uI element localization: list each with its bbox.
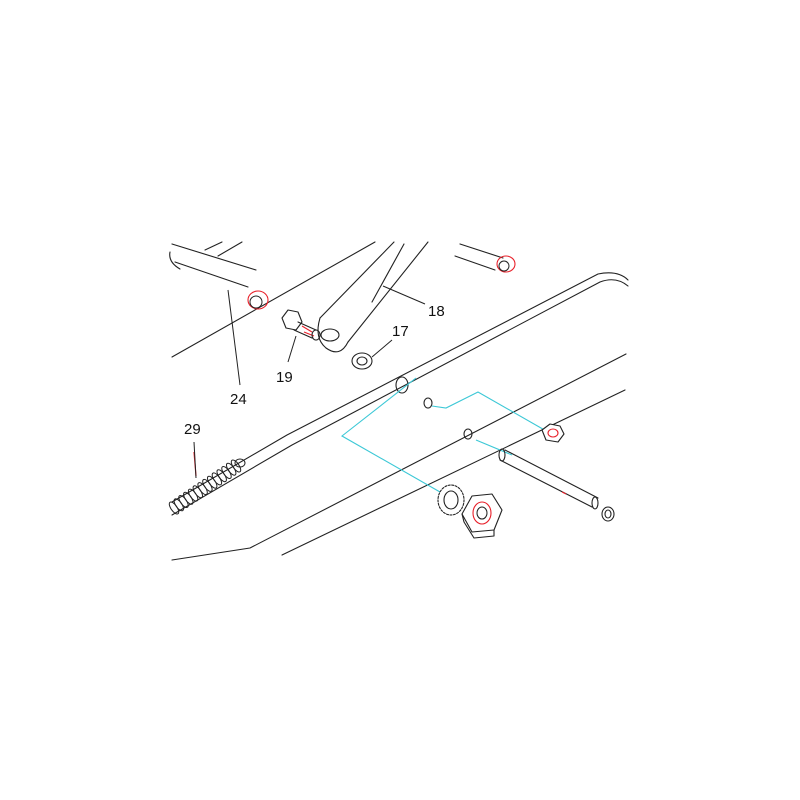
small-nut-highlight <box>547 428 559 438</box>
upper-pin-highlight <box>496 255 516 273</box>
assembly-path <box>341 377 549 493</box>
callout-18: 18 <box>428 303 445 320</box>
clip-ring <box>601 506 615 522</box>
long-pin-mark <box>561 491 567 495</box>
spring-29 <box>168 451 246 515</box>
bolt-19 <box>281 309 321 341</box>
washer-17 <box>351 352 373 370</box>
upper-pin <box>454 243 516 273</box>
callout-24: 24 <box>230 391 247 408</box>
small-nut <box>541 423 565 443</box>
shaft-end-highlight <box>247 290 269 310</box>
lock-washer <box>437 484 465 516</box>
lever-arm <box>317 241 429 353</box>
callout-labels: 17 18 19 24 29 <box>184 303 445 438</box>
long-pin <box>498 448 599 510</box>
callout-17: 17 <box>392 323 409 340</box>
frame-plate <box>171 241 626 556</box>
hex-nut <box>461 493 503 539</box>
spring-hook <box>234 458 246 468</box>
main-arm <box>171 272 629 561</box>
callout-29: 29 <box>184 421 201 438</box>
leader-lines <box>193 285 426 479</box>
hex-nut-highlight <box>472 501 492 525</box>
callout-19: 19 <box>276 369 293 386</box>
spring-coil <box>230 459 242 473</box>
arm-holes <box>395 376 473 440</box>
cylinder-shaft-24 <box>169 241 269 310</box>
